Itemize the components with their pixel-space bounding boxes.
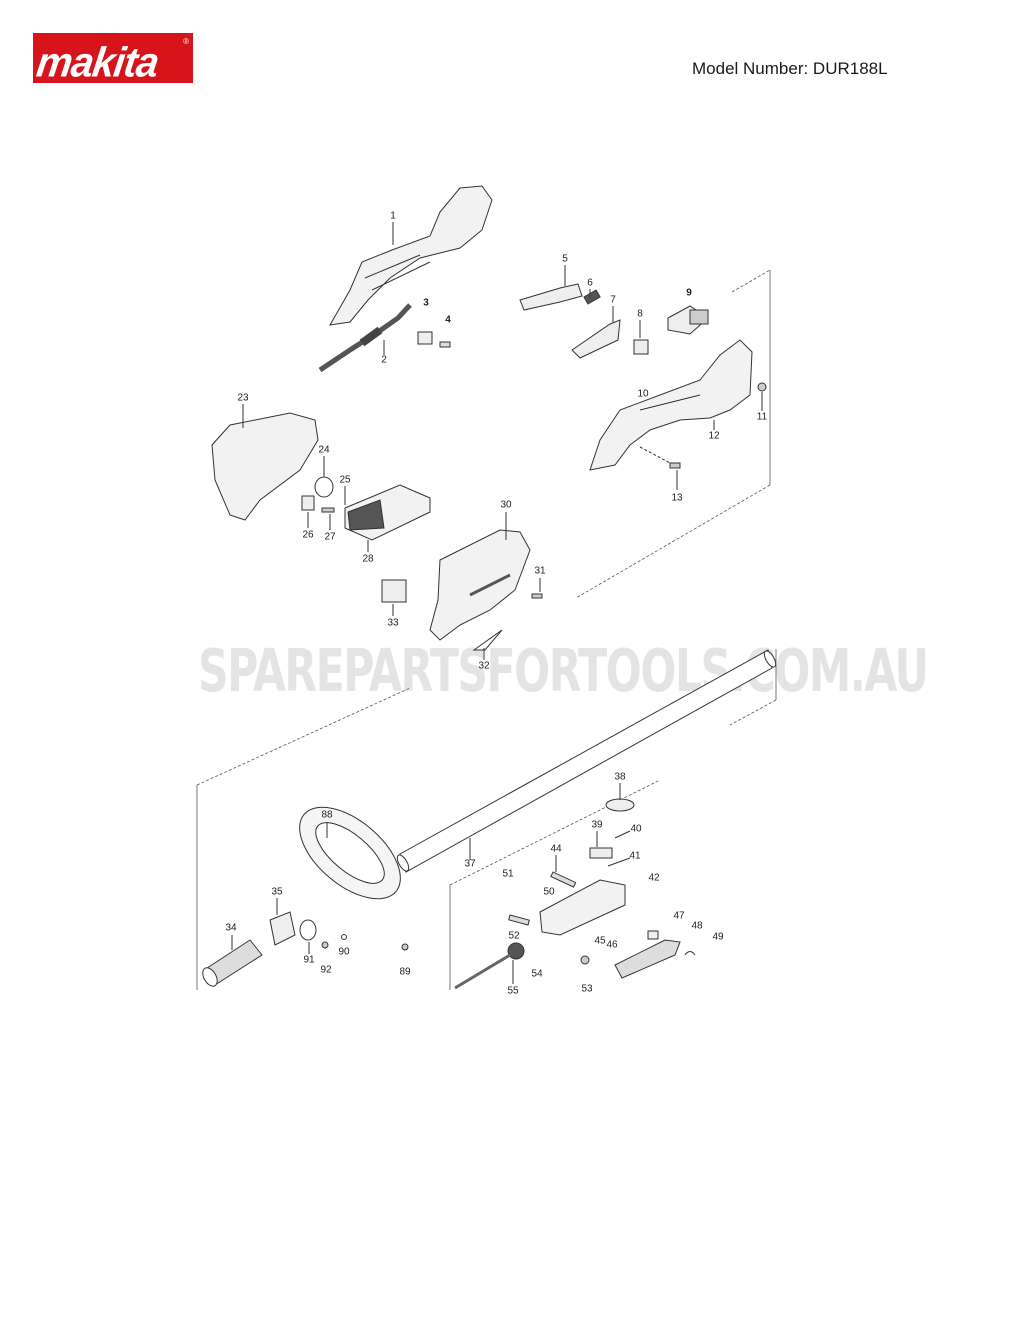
part-55-nut (454, 942, 525, 990)
part-callout-28: 28 (362, 553, 374, 565)
part-33-bracket (381, 579, 407, 616)
part-callout-89: 89 (399, 966, 411, 978)
part-callout-6: 6 (587, 277, 593, 289)
part-9-seal (667, 305, 709, 335)
frame-upper (575, 269, 771, 599)
registered-mark: ® (183, 37, 189, 46)
part-callout-45: 45 (594, 935, 606, 947)
part-88-loop-handle (299, 806, 401, 900)
part-callout-10: 10 (637, 388, 649, 400)
part-38-knob (605, 783, 635, 812)
part-39-block (589, 831, 613, 859)
part-callout-1: 1 (390, 210, 396, 222)
part-callout-53: 53 (581, 983, 593, 995)
part-callout-44: 44 (550, 843, 562, 855)
part-31-screw (531, 578, 543, 599)
part-35-bracket (269, 898, 296, 946)
part-53-nut (580, 955, 590, 965)
part-callout-3: 3 (423, 297, 429, 309)
part-callout-12: 12 (708, 430, 720, 442)
part-callout-49: 49 (712, 931, 724, 943)
part-8-switch (633, 320, 649, 355)
makita-logo: makita ® (33, 33, 193, 83)
part-26-clip (301, 495, 315, 528)
part-callout-33: 33 (387, 617, 399, 629)
watermark: SPAREPARTSFORTOOLS.COM.AU (198, 636, 929, 705)
part-52-bolt (508, 914, 530, 926)
part-callout-35: 35 (271, 886, 283, 898)
part-callout-41: 41 (629, 850, 641, 862)
part-callout-25: 25 (339, 474, 351, 486)
part-32-label (472, 629, 503, 660)
part-callout-11: 11 (756, 411, 768, 423)
part-callout-50: 50 (543, 886, 555, 898)
part-24-band (314, 456, 334, 498)
part-callout-4: 4 (445, 314, 451, 326)
part-92-screw (321, 941, 329, 949)
part-5-lever (519, 265, 583, 311)
part-12-handle (589, 339, 753, 471)
part-callout-54: 54 (531, 968, 543, 980)
part-42-bracket (539, 879, 626, 936)
part-callout-90: 90 (338, 946, 350, 958)
part-callout-13: 13 (671, 492, 683, 504)
part-callout-91: 91 (303, 954, 315, 966)
part-callout-40: 40 (630, 823, 642, 835)
part-11-screw (757, 382, 767, 411)
part-34-grip (202, 935, 263, 987)
part-2-cable (318, 303, 412, 373)
part-4-clip (417, 331, 451, 348)
part-6-spring (583, 289, 601, 305)
frame-lower (196, 649, 777, 990)
part-44-bolt (550, 855, 577, 888)
part-callout-42: 42 (648, 872, 660, 884)
part-41-pin (607, 857, 631, 867)
part-7-switch (571, 306, 621, 359)
part-callout-30: 30 (500, 499, 512, 511)
part-40-screw (614, 830, 631, 839)
model-number: Model Number: DUR188L (692, 59, 888, 78)
part-callout-26: 26 (302, 529, 314, 541)
part-91-band (299, 919, 317, 954)
part-47-collar (647, 930, 659, 940)
part-callout-24: 24 (318, 444, 330, 456)
part-callout-7: 7 (610, 294, 616, 306)
part-callout-88: 88 (321, 809, 333, 821)
part-27-screw (321, 507, 335, 530)
part-callout-51: 51 (502, 868, 514, 880)
part-48-foot-lever (614, 939, 681, 979)
part-callout-92: 92 (320, 964, 332, 976)
part-callout-47: 47 (673, 910, 685, 922)
part-callout-2: 2 (381, 354, 387, 366)
part-49-clip (684, 951, 696, 956)
part-callout-38: 38 (614, 771, 626, 783)
part-30-cover (429, 512, 531, 641)
part-callout-46: 46 (606, 939, 618, 951)
part-callout-52: 52 (508, 930, 520, 942)
part-callout-5: 5 (562, 253, 568, 265)
part-23-housing (211, 404, 319, 521)
part-callout-48: 48 (691, 920, 703, 932)
part-89-screw (401, 943, 409, 951)
part-28-controller (344, 484, 431, 552)
part-callout-34: 34 (225, 922, 237, 934)
part-13-screw (639, 446, 681, 490)
part-callout-37: 37 (464, 858, 476, 870)
part-callout-9: 9 (686, 287, 692, 299)
part-callout-27: 27 (324, 531, 336, 543)
part-callout-31: 31 (534, 565, 546, 577)
part-1-housing (329, 185, 493, 326)
part-callout-8: 8 (637, 308, 643, 320)
part-90-nut (341, 934, 347, 940)
part-37-shaft (396, 649, 777, 873)
part-callout-55: 55 (507, 985, 519, 997)
part-callout-32: 32 (478, 660, 490, 672)
part-callout-23: 23 (237, 392, 249, 404)
part-callout-39: 39 (591, 819, 603, 831)
